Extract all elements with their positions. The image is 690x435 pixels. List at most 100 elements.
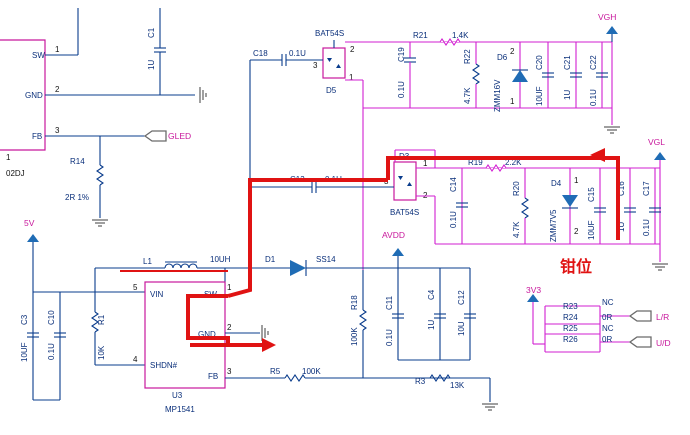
svg-text:D6: D6 [497, 53, 508, 62]
svg-text:100K: 100K [350, 327, 359, 346]
net-flag-5v: 5V [24, 218, 39, 242]
svg-text:10UF: 10UF [587, 220, 596, 240]
svg-text:0.1U: 0.1U [589, 89, 598, 106]
resistor-r25: R25 NC [563, 324, 614, 333]
net-flag-3v3: 3V3 [526, 285, 541, 302]
svg-text:AVDD: AVDD [382, 230, 405, 240]
pin-num-1: 1 [55, 45, 60, 54]
pin-label-sw: SW [32, 51, 45, 60]
svg-text:D1: D1 [265, 255, 276, 264]
svg-text:R22: R22 [463, 49, 472, 64]
r14-ref: R14 [70, 157, 85, 166]
svg-text:2: 2 [510, 47, 515, 56]
svg-text:C22: C22 [589, 55, 598, 70]
svg-text:C17: C17 [642, 181, 651, 196]
svg-text:10K: 10K [97, 345, 106, 360]
resistor-r3: R3 13K [415, 374, 465, 390]
clamp-annotation: 钳位 [560, 257, 592, 276]
svg-text:VGH: VGH [598, 12, 616, 22]
svg-text:BAT54S: BAT54S [390, 208, 419, 217]
capacitor-c18: C18 0.1U [250, 49, 323, 66]
svg-text:U/D: U/D [656, 338, 671, 348]
zener-d4: D4 1 2 ZMM7V5 [549, 168, 579, 244]
svg-text:1U: 1U [617, 222, 626, 232]
capacitor-c3: C3 10UF [20, 314, 40, 362]
svg-text:2: 2 [574, 227, 579, 236]
svg-text:1: 1 [227, 283, 232, 292]
svg-text:0.1U: 0.1U [642, 219, 651, 236]
svg-text:4.7K: 4.7K [512, 221, 521, 238]
svg-text:SHDN#: SHDN# [150, 361, 178, 370]
svg-text:R1: R1 [97, 314, 106, 325]
svg-text:R3: R3 [415, 377, 426, 386]
svg-text:2: 2 [227, 323, 232, 332]
svg-text:ZMM7V5: ZMM7V5 [549, 209, 558, 242]
svg-text:1.4K: 1.4K [452, 31, 469, 40]
svg-text:NC: NC [602, 298, 614, 307]
diode-d5: BAT54S D5 2 1 3 [313, 29, 355, 95]
net-flag-lr: L/R [628, 310, 669, 322]
capacitor-c22: C22 0.1U [589, 42, 609, 108]
capacitor-c1: C1 1U [147, 8, 167, 95]
svg-text:C21: C21 [563, 55, 572, 70]
svg-text:GND: GND [198, 330, 216, 339]
capacitor-c11: C11 0.1U [385, 268, 405, 360]
svg-text:3: 3 [313, 61, 318, 70]
svg-text:VGL: VGL [648, 137, 665, 147]
svg-text:3V3: 3V3 [526, 285, 541, 295]
c1-value: 1U [147, 60, 156, 70]
svg-text:R23: R23 [563, 302, 578, 311]
svg-text:C4: C4 [427, 289, 436, 300]
svg-text:0.1U: 0.1U [385, 329, 394, 346]
part-b: 02DJ [6, 169, 25, 178]
svg-text:C19: C19 [397, 47, 406, 62]
svg-text:L/R: L/R [656, 312, 669, 322]
svg-text:C15: C15 [587, 187, 596, 202]
net-flag-vgh: VGH [598, 12, 618, 42]
svg-text:3: 3 [227, 367, 232, 376]
d5-ref: D5 [326, 86, 337, 95]
svg-text:5V: 5V [24, 218, 35, 228]
svg-text:1: 1 [510, 97, 515, 106]
svg-text:R24: R24 [563, 313, 578, 322]
capacitor-c19: C19 0.1U [397, 42, 417, 108]
svg-text:R21: R21 [413, 31, 428, 40]
svg-text:MP1541: MP1541 [165, 405, 195, 414]
resistor-r20: R20 4.7K [512, 168, 529, 244]
pin-num-3: 3 [55, 126, 60, 135]
svg-text:R26: R26 [563, 335, 578, 344]
capacitor-c10: C10 0.1U [47, 292, 67, 400]
svg-text:R5: R5 [270, 367, 281, 376]
svg-text:1: 1 [423, 159, 428, 168]
svg-text:GLED: GLED [168, 131, 191, 141]
svg-text:1: 1 [574, 176, 579, 185]
inductor-l1: L1 10UH [143, 255, 290, 269]
svg-text:C11: C11 [385, 295, 394, 310]
net-flag-ud: U/D [628, 336, 671, 348]
capacitor-c4: C4 1U [427, 268, 447, 360]
resistor-r5: R5 100K [270, 367, 490, 382]
ground-icon [481, 403, 499, 411]
svg-text:4.7K: 4.7K [463, 87, 472, 104]
capacitor-c21: C21 1U [563, 42, 583, 108]
svg-text:NC: NC [602, 324, 614, 333]
resistor-r18: R18 100K [350, 270, 367, 378]
svg-text:1: 1 [349, 73, 354, 82]
diode-d1: D1 SS14 [265, 255, 470, 276]
svg-text:1U: 1U [563, 90, 572, 100]
resistor-r21: R21 1.4K [413, 31, 469, 46]
resistor-r14: R14 2R 1% [65, 136, 104, 218]
svg-text:0.1U: 0.1U [397, 81, 406, 98]
c1-ref: C1 [147, 27, 156, 38]
r14-value: 2R 1% [65, 193, 89, 202]
resistor-r26: R26 0R [563, 335, 612, 344]
svg-text:0R: 0R [602, 313, 612, 322]
pin-label-fb: FB [32, 132, 42, 141]
d5-part: BAT54S [315, 29, 344, 38]
svg-text:0.1U: 0.1U [289, 49, 306, 58]
resistor-r22: R22 4.7K [463, 42, 480, 108]
svg-text:L1: L1 [143, 257, 152, 266]
svg-text:D4: D4 [551, 179, 562, 188]
diode-d3: D3 BAT54S 1 2 3 [384, 152, 428, 217]
svg-text:10UF: 10UF [20, 342, 29, 362]
